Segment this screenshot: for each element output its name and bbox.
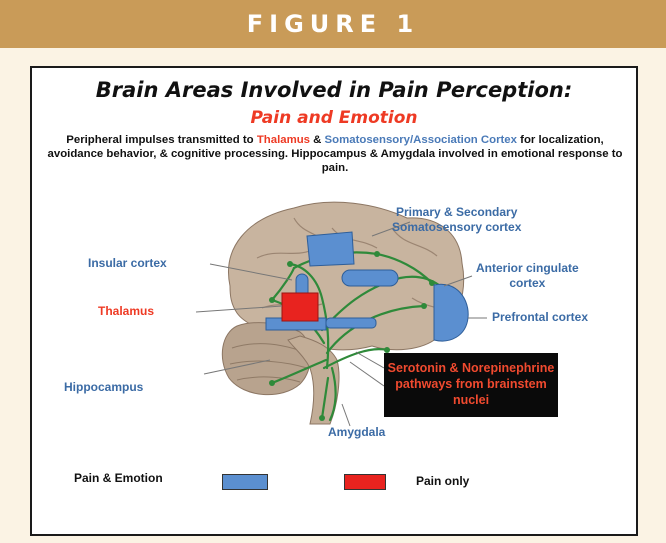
callout-line1: Serotonin & Norepinephrine (388, 361, 555, 375)
label-hippocampus: Hippocampus (64, 380, 143, 395)
label-anterior-cingulate-line2: cortex (509, 276, 545, 290)
somatosensory-region (307, 232, 354, 266)
brain-diagram (32, 68, 636, 534)
legend-pain-only-swatch (344, 474, 386, 490)
label-amygdala: Amygdala (328, 425, 385, 440)
label-primary-secondary-line1: Primary & Secondary (396, 205, 517, 219)
thalamus-region (282, 293, 318, 321)
callout-line3: nuclei (453, 393, 489, 407)
legend-pain-emotion-swatch (222, 474, 268, 490)
label-prefrontal-cortex: Prefrontal cortex (492, 310, 588, 325)
label-insular-cortex: Insular cortex (88, 256, 167, 271)
label-primary-secondary-line2: Somatosensory cortex (392, 220, 521, 234)
label-thalamus: Thalamus (98, 304, 154, 319)
anterior-cingulate-region (342, 270, 398, 286)
label-anterior-cingulate-line1: Anterior cingulate (476, 261, 579, 275)
legend-pain-emotion-label: Pain & Emotion (74, 471, 163, 485)
figure-banner: FIGURE 1 (0, 0, 666, 48)
figure-banner-label: FIGURE 1 (0, 10, 666, 38)
figure-frame: Brain Areas Involved in Pain Perception:… (30, 66, 638, 536)
legend-pain-only-label: Pain only (416, 474, 469, 488)
serotonin-callout: Serotonin & Norepinephrine pathways from … (384, 353, 558, 417)
hippocampus-region (326, 318, 376, 328)
serotonin-callout-text: Serotonin & Norepinephrine pathways from … (384, 360, 558, 408)
callout-line2: pathways from brainstem (395, 377, 546, 391)
cerebellum (222, 323, 310, 395)
